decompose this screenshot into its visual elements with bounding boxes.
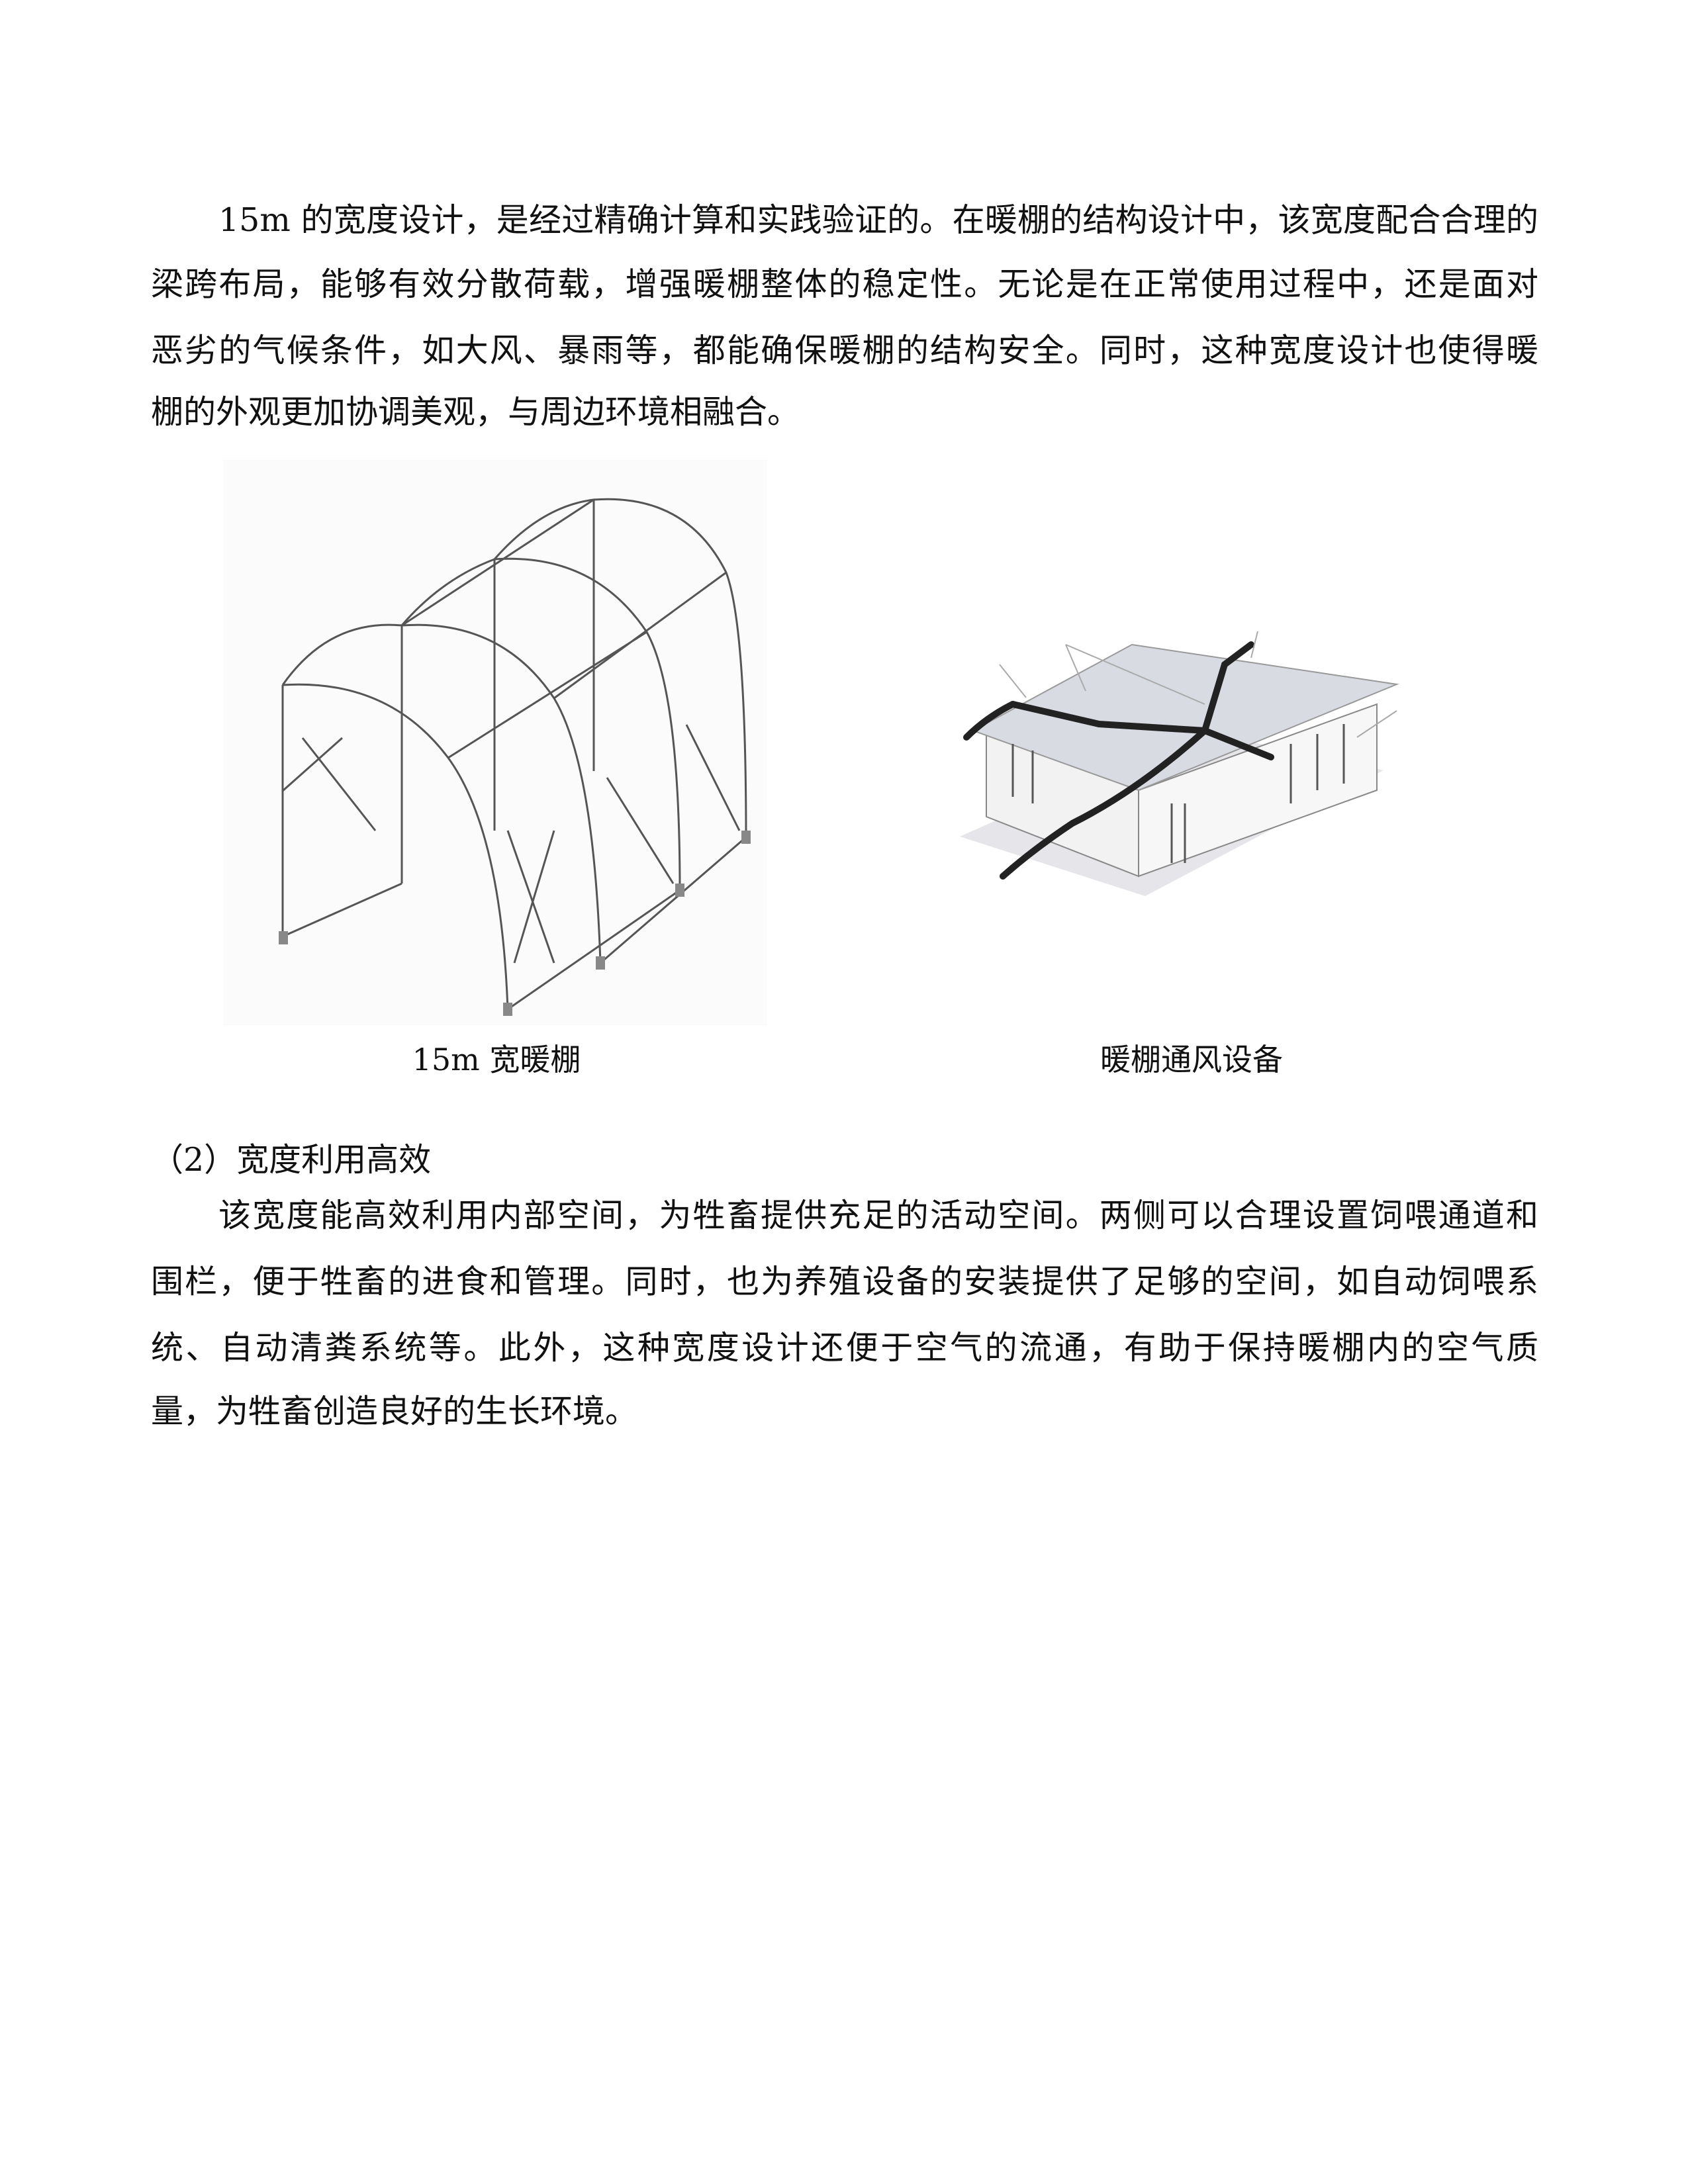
text-line: 该宽度能高效利用内部空间，为牲畜提供充足的活动空间。两侧可以合理设置饲喂通道和	[218, 1197, 1538, 1234]
section-heading: （2）宽度利用高效	[151, 1141, 432, 1179]
text-line: 15m 的宽度设计，是经过精确计算和实践验证的。在暖棚的结构设计中，该宽度配合合…	[218, 201, 1538, 239]
ventilation-equipment-figure	[920, 572, 1451, 913]
greenhouse-frame-figure	[223, 460, 767, 1025]
figure-caption-right: 暖棚通风设备	[1100, 1042, 1283, 1077]
text-line: 棚的外观更加协调美观，与周边环境相融合。	[151, 393, 800, 431]
text-line: 梁跨布局，能够有效分散荷载，增强暖棚整体的稳定性。无论是在正常使用过程中，还是面…	[151, 265, 1538, 303]
text-line: 量，为牲畜创造良好的生长环境。	[151, 1392, 638, 1430]
text-line: 围栏，便于牲畜的进食和管理。同时，也为养殖设备的安装提供了足够的空间，如自动饲喂…	[151, 1263, 1538, 1300]
figure-caption-left: 15m 宽暖棚	[412, 1042, 581, 1077]
text-line: 恶劣的气候条件，如大风、暴雨等，都能确保暖棚的结构安全。同时，这种宽度设计也使得…	[151, 332, 1538, 369]
text-line: 统、自动清粪系统等。此外，这种宽度设计还便于空气的流通，有助于保持暖棚内的空气质	[151, 1329, 1538, 1367]
